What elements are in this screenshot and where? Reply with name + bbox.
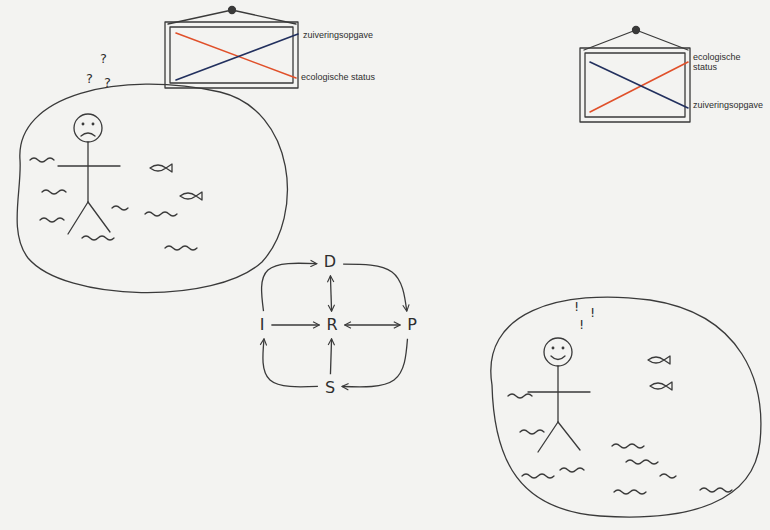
- cycle-arrow: [345, 324, 401, 325]
- wall-chart: [165, 7, 298, 89]
- exclamation-mark: !: [579, 318, 584, 333]
- exclamation-mark: !: [574, 300, 579, 315]
- cycle-arrow: [262, 263, 317, 311]
- question-mark: ?: [86, 72, 93, 87]
- node-text: R: [326, 316, 337, 334]
- node-text: P: [407, 316, 417, 334]
- axis-series-label: zuiveringsopgave: [693, 100, 763, 110]
- water-waves: [508, 394, 732, 494]
- water-waves: [30, 158, 197, 250]
- wall-chart: [580, 27, 690, 123]
- axis-series-label: ecologische status: [693, 52, 755, 73]
- axis-series-label: zuiveringsopgave: [303, 30, 373, 40]
- dpsir-letter: S: [320, 376, 340, 400]
- fish: [150, 164, 202, 200]
- fish: [648, 356, 672, 390]
- cycle-arrow: [263, 339, 318, 387]
- dpsir-letter: D: [319, 250, 341, 274]
- dpsir-letter: P: [402, 313, 422, 337]
- cycle-arrow: [342, 339, 407, 387]
- cycle-arrow: [330, 276, 331, 311]
- cycle-arrow: [271, 324, 319, 325]
- axis-series-label: ecologische status: [301, 72, 375, 82]
- dpsir-letter: R: [321, 313, 342, 337]
- pond-outline: [17, 84, 287, 292]
- happy-stick-figure: [528, 338, 590, 452]
- cycle-arrow: [343, 264, 407, 311]
- sad-stick-figure: [58, 114, 120, 234]
- question-mark: ?: [100, 52, 107, 67]
- cycle-arrow: [330, 339, 331, 374]
- node-text: D: [324, 253, 336, 271]
- question-mark: ?: [104, 76, 111, 91]
- node-text: I: [260, 316, 265, 334]
- node-text: S: [325, 379, 335, 397]
- exclamation-mark: !: [590, 306, 595, 321]
- dpsir-letter: I: [255, 313, 270, 337]
- pond-outline: [491, 297, 761, 517]
